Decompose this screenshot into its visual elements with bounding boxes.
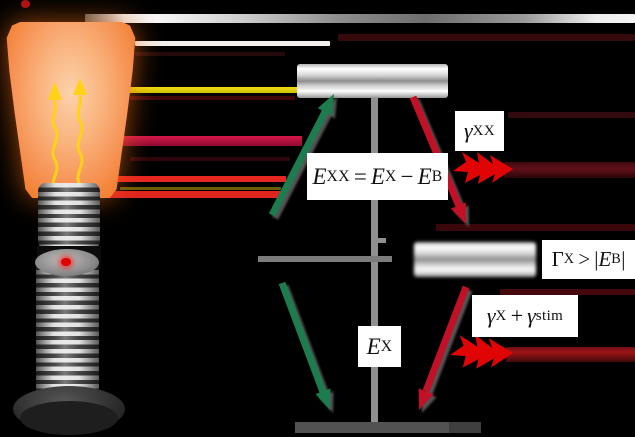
energy-axis-tick xyxy=(372,238,386,243)
emission-line-dark-xx xyxy=(508,112,635,118)
energy-axis-arrow xyxy=(371,96,378,430)
beam-line-crimson xyxy=(121,136,302,146)
beam-line-dark-mid xyxy=(130,157,290,161)
biexciton-level-bar xyxy=(297,64,448,98)
beam-line-dark-left xyxy=(135,52,285,56)
emission-line-dark-x xyxy=(436,224,635,231)
beam-line-olive xyxy=(120,187,281,190)
photon-wave-icon xyxy=(48,82,62,194)
pump-arrow-up xyxy=(268,94,334,217)
emission-line-dark-stim xyxy=(500,289,635,295)
exciton-level-bar-broadened xyxy=(414,242,536,277)
top-mirror-stack xyxy=(38,183,100,249)
photon-wave-icon xyxy=(73,78,87,187)
beam-line-red-lower xyxy=(106,191,281,198)
decay-arrow-xx-to-x xyxy=(409,95,466,224)
emission-line-maroon-x xyxy=(506,347,635,362)
exciton-level-line xyxy=(258,256,392,262)
beam-line-yellow xyxy=(127,87,298,93)
photon-burst-icon xyxy=(453,152,513,184)
stray-photon-dot xyxy=(21,0,30,8)
beam-line-maroon-thin xyxy=(130,96,295,100)
beam-line-white xyxy=(135,41,330,46)
glow-body xyxy=(6,22,136,198)
beam-line-red-upper xyxy=(113,176,286,182)
photon-burst-icon xyxy=(450,335,514,369)
pump-arrow-down xyxy=(278,281,331,410)
beam-line-dark-top-right xyxy=(338,34,635,41)
emission-glow xyxy=(4,22,138,198)
ground-level-bar xyxy=(295,422,451,433)
pillar-base-shadow xyxy=(20,401,118,435)
bottom-mirror-stack xyxy=(36,261,99,399)
beam-line-top-gray xyxy=(85,14,635,23)
quantum-dot-icon xyxy=(61,258,71,266)
emission-line-maroon-xx xyxy=(504,162,635,178)
ground-level-bar-end xyxy=(449,422,481,433)
decay-arrow-x-to-ground xyxy=(418,285,470,410)
